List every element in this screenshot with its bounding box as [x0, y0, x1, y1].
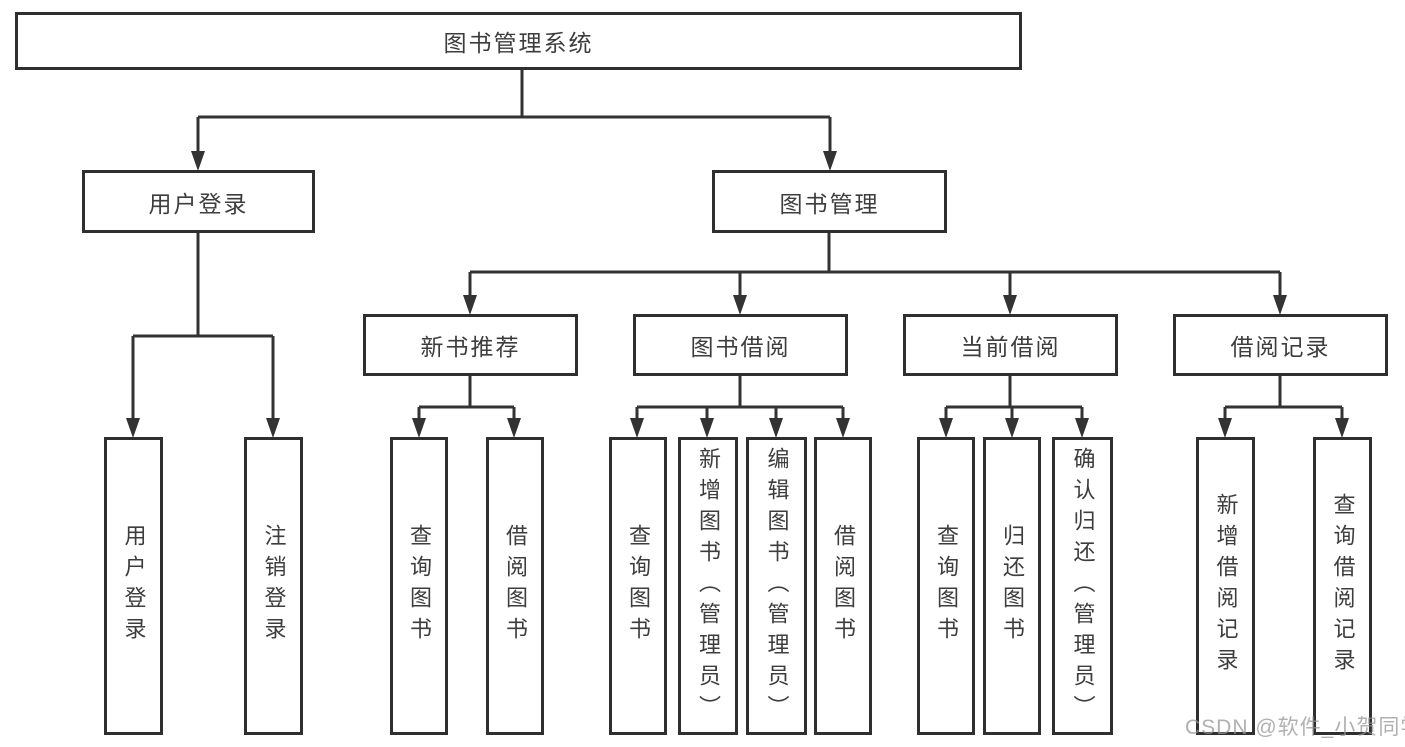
arrowhead	[1273, 295, 1287, 315]
arrowhead	[507, 418, 521, 438]
node-label: 注销登录	[261, 524, 287, 648]
arrowhead	[463, 295, 477, 315]
leaf-current-confirm-return-admin: 确认归还（管理员）	[1052, 437, 1113, 735]
node-label: 当前借阅	[960, 334, 1061, 360]
arrowhead	[836, 418, 850, 438]
leaf-borrowing-edit-books-admin: 编辑图书（管理员）	[746, 437, 807, 735]
node-current-borrowing: 当前借阅	[903, 314, 1118, 376]
leaf-newbook-borrow-books: 借阅图书	[486, 437, 544, 735]
node-user-login: 用户登录	[82, 170, 315, 233]
connector-current-borrowing-children	[944, 375, 1084, 420]
node-label: 查询图书	[934, 524, 959, 648]
arrowhead	[700, 418, 714, 438]
node-book-borrowing: 图书借阅	[633, 314, 848, 376]
node-label: 查询借阅记录	[1330, 493, 1356, 679]
arrowhead	[1218, 418, 1232, 438]
leaf-current-return-books: 归还图书	[983, 437, 1041, 735]
node-label: 图书借阅	[690, 334, 791, 360]
node-borrow-records: 借阅记录	[1173, 314, 1388, 376]
connector-book-management-children	[468, 233, 1282, 297]
node-new-book-recommend: 新书推荐	[363, 314, 578, 376]
node-label: 新书推荐	[420, 334, 521, 360]
leaf-newbook-query-books: 查询图书	[390, 437, 448, 735]
arrowhead	[1335, 418, 1349, 438]
leaf-records-query-record: 查询借阅记录	[1313, 437, 1372, 735]
arrowhead	[769, 418, 783, 438]
connector-borrow-records-children	[1223, 375, 1344, 420]
node-library-management-system: 图书管理系统	[15, 12, 1022, 70]
arrowhead	[1003, 295, 1017, 315]
arrowhead	[412, 418, 426, 438]
arrowhead	[823, 151, 837, 171]
connector-book-borrowing-children	[635, 375, 845, 420]
node-label: 图书管理	[779, 190, 880, 217]
arrowhead	[1075, 418, 1089, 438]
node-label: 借阅图书	[503, 524, 528, 648]
node-label: 确认归还（管理员）	[1070, 446, 1096, 726]
leaf-borrowing-borrow-books: 借阅图书	[814, 437, 872, 735]
connector-new-book-children	[417, 375, 516, 420]
arrowhead	[126, 418, 140, 438]
node-book-management: 图书管理	[712, 170, 947, 233]
leaf-user-login: 用户登录	[104, 437, 163, 735]
node-label: 归还图书	[1000, 524, 1025, 648]
connector-root-to-level2	[196, 70, 832, 153]
leaf-borrowing-query-books: 查询图书	[609, 437, 667, 735]
node-label: 用户登录	[148, 190, 249, 217]
node-label: 借阅记录	[1230, 334, 1331, 360]
arrowhead	[939, 418, 953, 438]
connector-user-login-children	[131, 233, 275, 420]
node-label: 新增图书（管理员）	[696, 446, 721, 726]
csdn-watermark: CSDN @软件_小贺同学	[1185, 716, 1405, 739]
node-label: 借阅图书	[831, 524, 856, 648]
node-label: 新增借阅记录	[1213, 493, 1239, 679]
arrowhead	[266, 418, 280, 438]
node-label: 用户登录	[121, 524, 147, 648]
arrowhead	[1005, 418, 1019, 438]
leaf-records-add-record: 新增借阅记录	[1196, 437, 1255, 735]
node-label: 编辑图书（管理员）	[764, 446, 790, 726]
leaf-current-query-books: 查询图书	[917, 437, 975, 735]
node-label: 图书管理系统	[443, 30, 594, 56]
leaf-logout: 注销登录	[244, 437, 303, 735]
arrowhead	[630, 418, 644, 438]
node-label: 查询图书	[626, 524, 651, 648]
node-label: 查询图书	[407, 524, 432, 648]
leaf-borrowing-add-books-admin: 新增图书（管理员）	[678, 437, 738, 735]
arrowhead	[191, 151, 205, 171]
arrowhead	[733, 295, 747, 315]
